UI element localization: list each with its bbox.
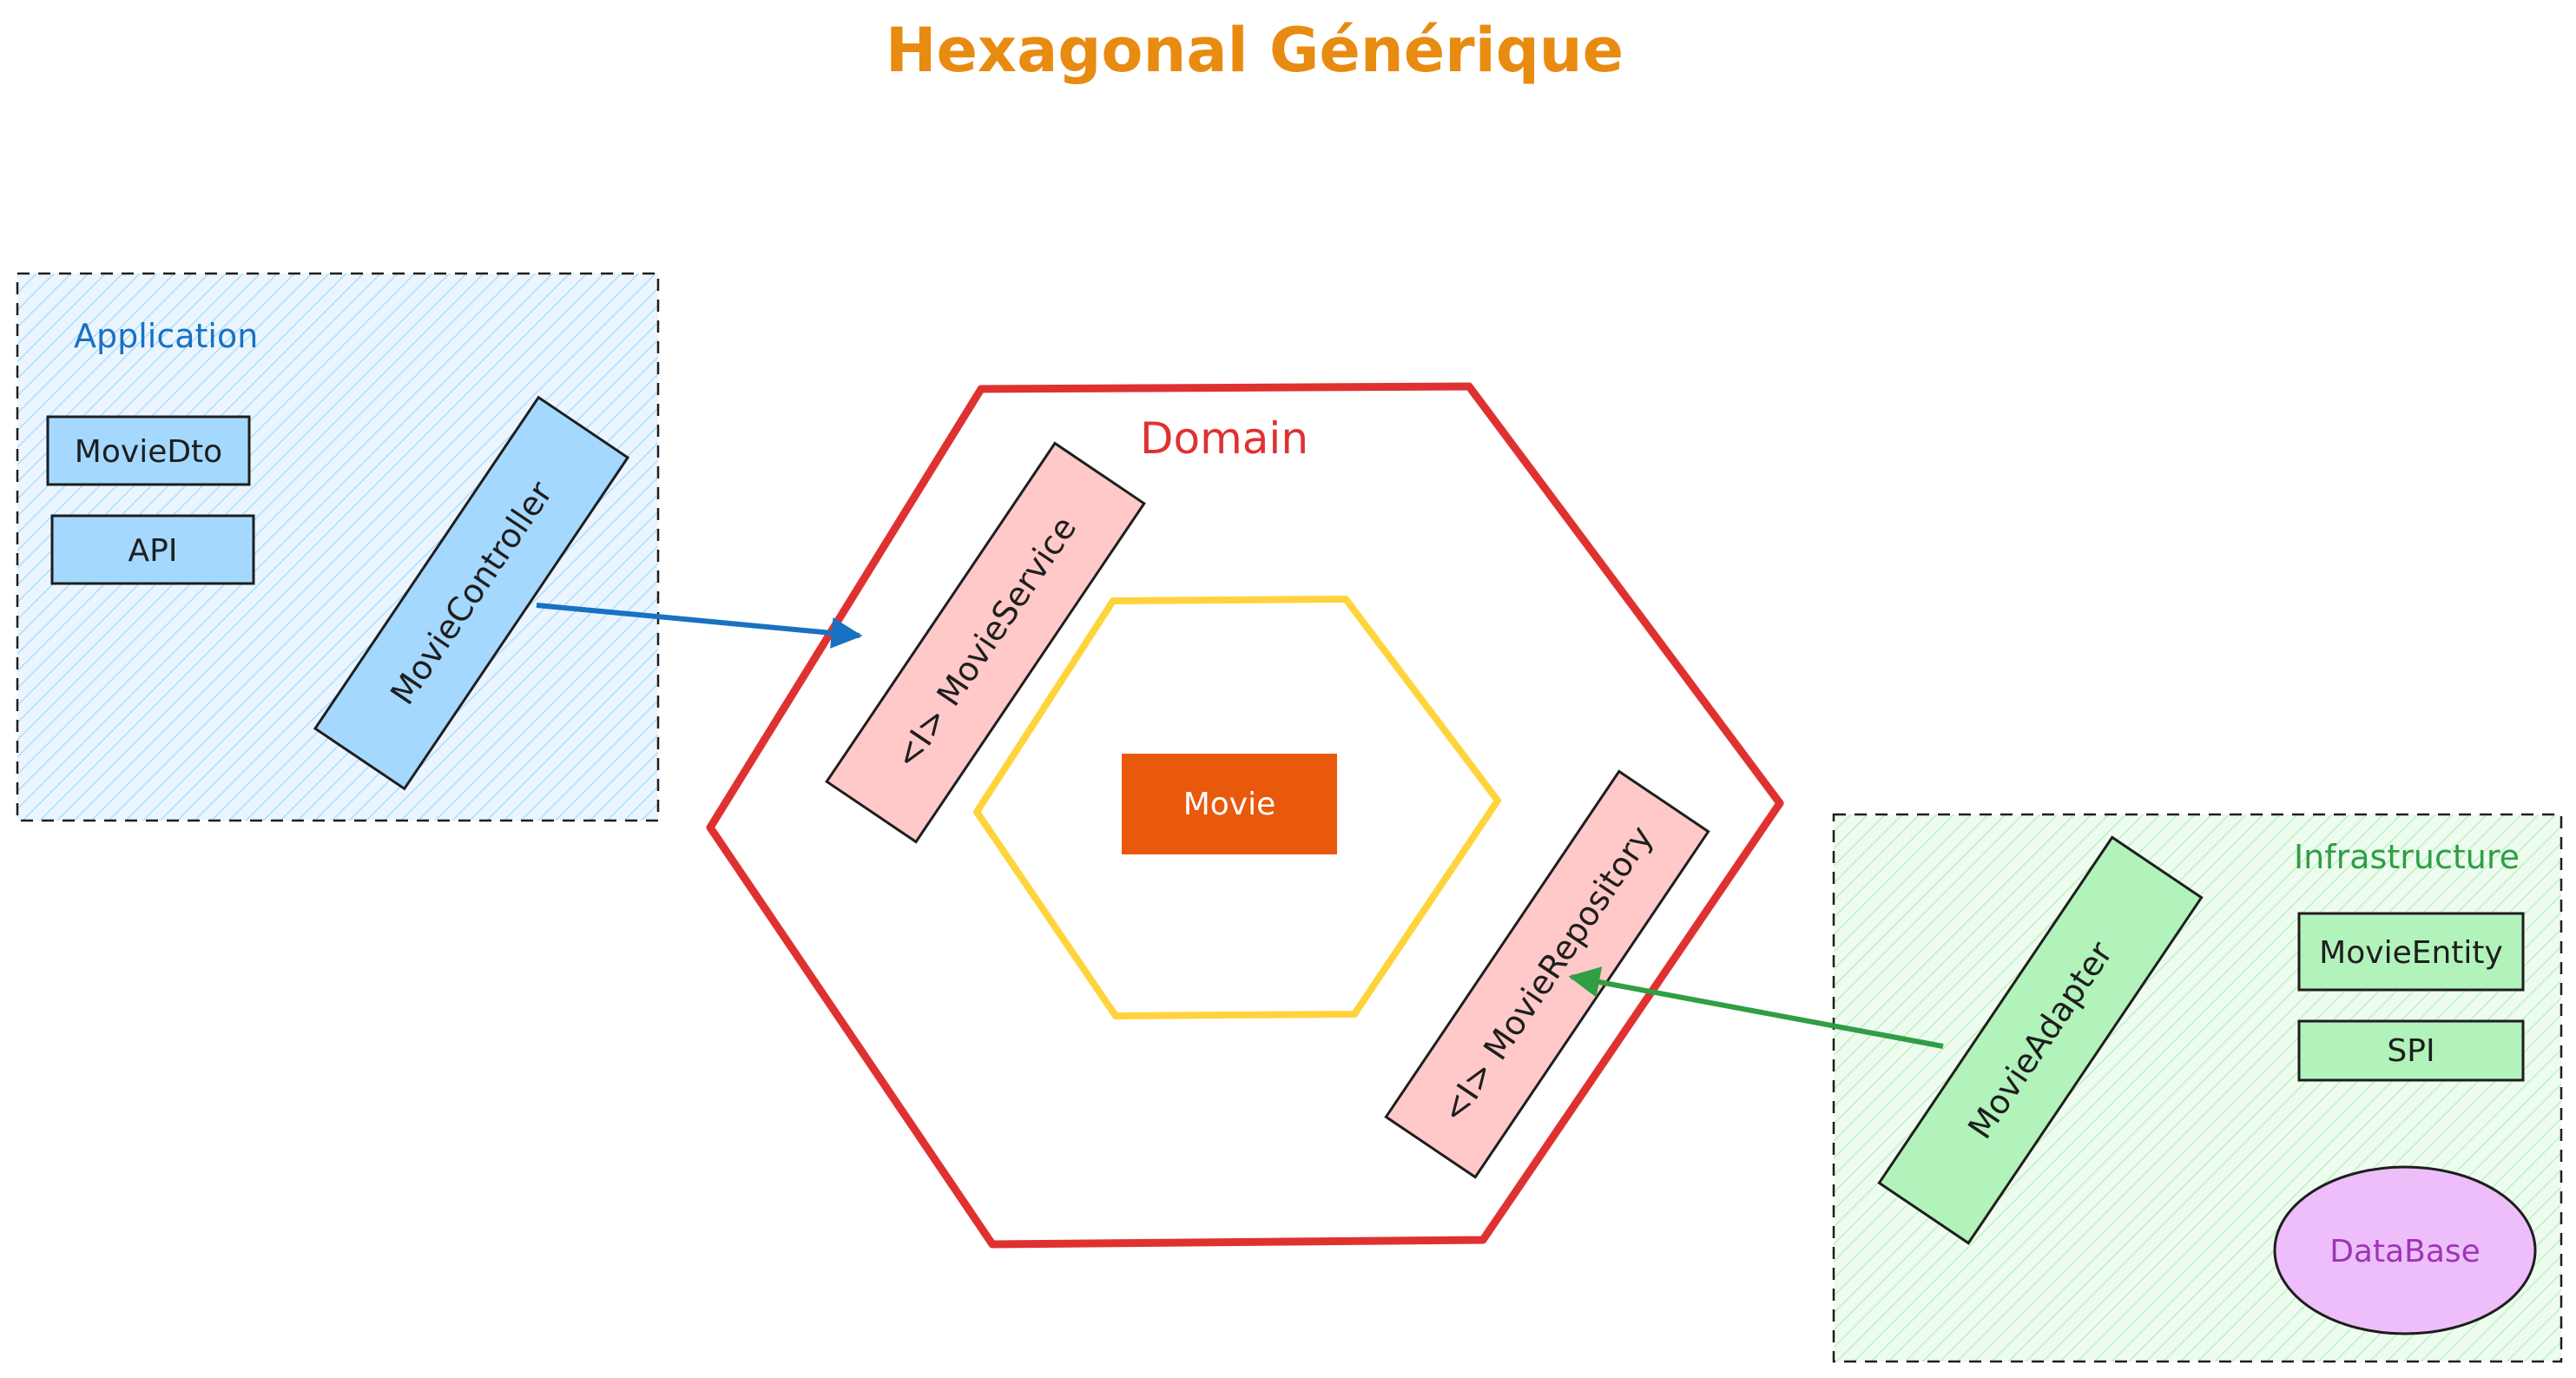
movie-core-label: Movie	[1183, 787, 1276, 822]
spi-box: SPI	[2297, 1019, 2525, 1082]
domain-hexagon	[706, 382, 1784, 1249]
api-box: API	[50, 514, 255, 585]
domain-label: Domain	[1140, 413, 1308, 464]
infrastructure-layer: Infrastructure MovieEntity SPI MovieAdap…	[1832, 813, 2563, 1363]
api-label: API	[128, 533, 178, 569]
application-label: Application	[74, 317, 258, 355]
movie-service-port: <I> MovieService	[825, 441, 1146, 844]
database-node: DataBase	[2273, 1165, 2537, 1335]
controller-to-service-arrow	[536, 603, 863, 649]
adapter-to-repository-arrow	[1568, 966, 1944, 1049]
movie-dto-label: MovieDto	[75, 434, 222, 470]
movie-dto-box: MovieDto	[46, 415, 251, 486]
movie-entity-core: Movie	[1122, 754, 1337, 854]
infrastructure-label: Infrastructure	[2294, 838, 2520, 876]
database-label: DataBase	[2329, 1234, 2480, 1269]
diagram-title: Hexagonal Générique	[886, 15, 1624, 86]
movie-entity-label: MovieEntity	[2319, 935, 2503, 971]
movie-entity-box: MovieEntity	[2297, 912, 2525, 992]
application-layer: Application MovieDto API MovieController	[16, 272, 660, 822]
spi-label: SPI	[2387, 1033, 2434, 1069]
core-hexagon	[973, 596, 1501, 1019]
movie-repository-label: <I> MovieRepository	[1434, 819, 1661, 1129]
